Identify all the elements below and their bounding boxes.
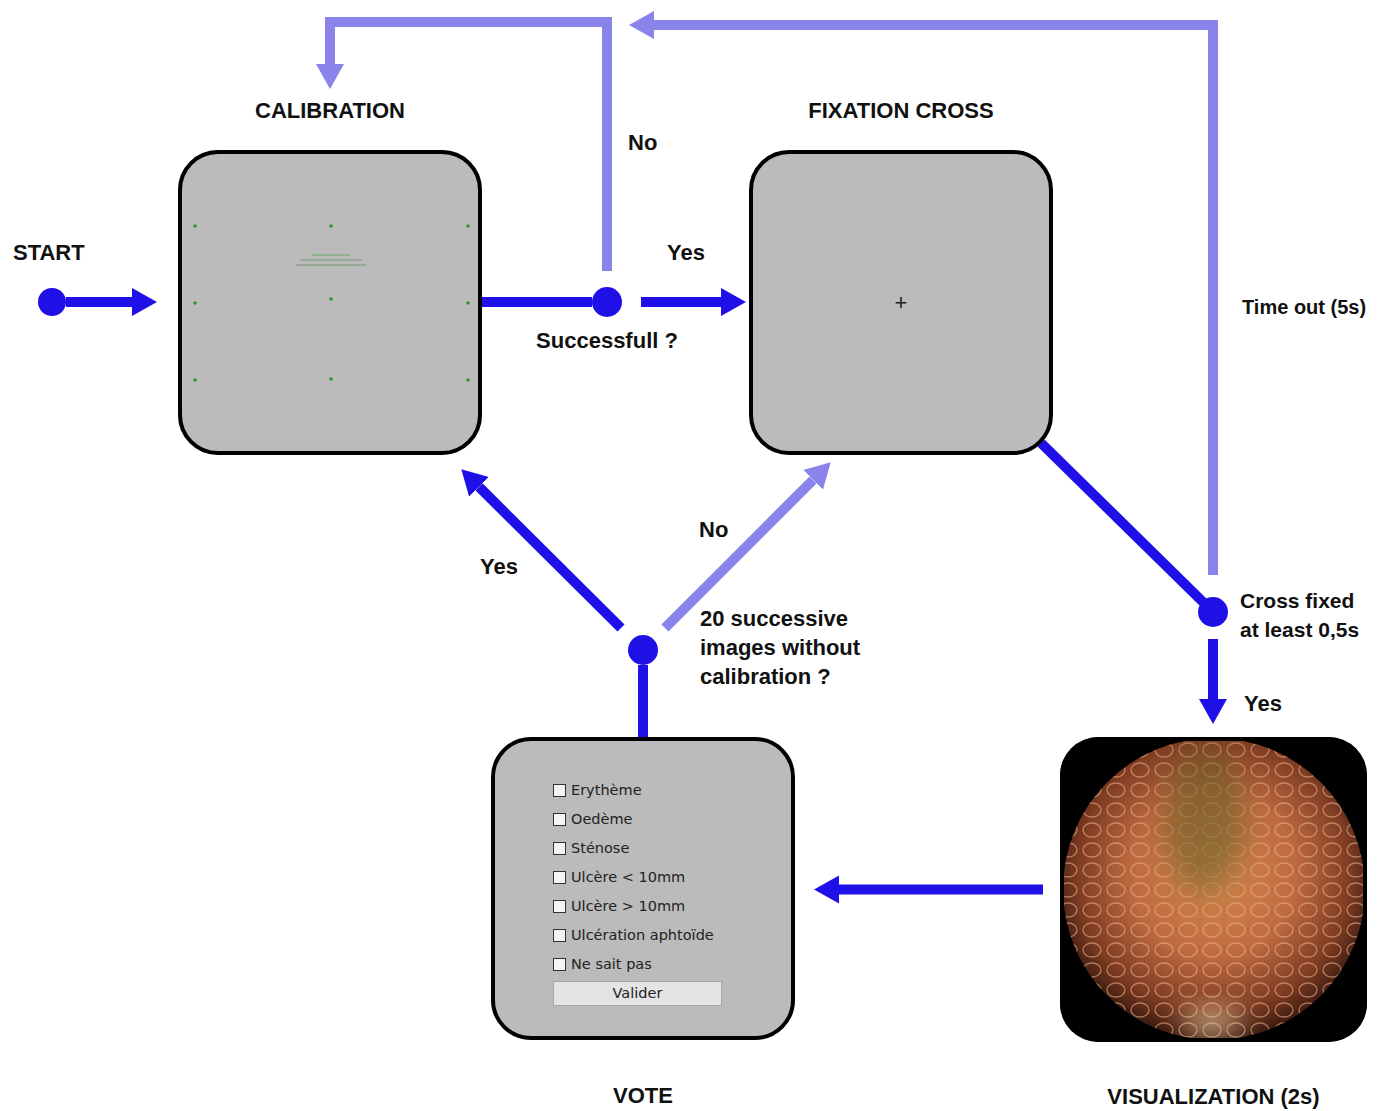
screen-box: CALIBRATION (178, 150, 482, 455)
box-heading: CALIBRATION (142, 98, 518, 124)
checkbox-item: Ulcère < 10mm (553, 867, 685, 887)
flow-arrow (1041, 443, 1203, 602)
decision-dot: 20 successive images without calibration… (628, 635, 658, 665)
checkbox (553, 842, 566, 855)
flow-arrow (638, 665, 648, 737)
checkbox-item: Ne sait pas (553, 954, 652, 974)
checkbox (553, 900, 566, 913)
box-heading: FIXATION CROSS (713, 98, 1089, 124)
option-label: Ne sait pas (571, 956, 652, 972)
screen-box: FIXATION CROSS+ (749, 150, 1053, 455)
checkbox (553, 871, 566, 884)
flow-arrow (839, 885, 1043, 895)
fixation-cross: + (753, 291, 1049, 315)
decision-dot: Successfull ? (592, 287, 622, 317)
image-frame (1060, 737, 1367, 1042)
tiny-status-lines (296, 255, 366, 265)
box-heading: VOTE (455, 1083, 831, 1109)
flow-arrow (665, 480, 813, 628)
box-heading: VISUALIZATION (2s) (1024, 1084, 1384, 1110)
edge-label: Time out (5s) (1240, 294, 1368, 320)
flow-arrow (330, 22, 607, 271)
checkbox (553, 929, 566, 942)
flow-arrow (1208, 639, 1218, 699)
flow-arrow (654, 25, 1213, 575)
edge-label: Yes (1242, 691, 1284, 717)
checkbox-item: Ulcération aphtoïde (553, 925, 714, 945)
flow-arrow (66, 297, 132, 307)
edge-label: Yes (478, 554, 520, 580)
screen-box: VISUALIZATION (2s) (1060, 737, 1367, 1042)
edge-label: No (626, 130, 659, 156)
start-label: START (13, 238, 85, 267)
option-label: Ulcération aphtoïde (571, 927, 714, 943)
calibration-screen (178, 150, 482, 455)
option-label: Erythème (571, 782, 642, 798)
screen-ground (178, 150, 482, 455)
option-label: Ulcère > 10mm (571, 898, 685, 914)
calibration-points (193, 224, 470, 382)
start-dot: START (38, 288, 66, 316)
option-label: Ulcère < 10mm (571, 869, 685, 885)
checkbox (553, 958, 566, 971)
decision-label: Successfull ? (522, 326, 692, 355)
checkbox (553, 784, 566, 797)
option-label: Sténose (571, 840, 629, 856)
mucosa-texture (1060, 737, 1367, 1042)
checkbox-item: Sténose (553, 838, 629, 858)
flow-arrow (482, 297, 592, 307)
screen-box: ErythèmeOedèmeSténoseUlcère < 10mmUlcère… (491, 737, 795, 1040)
edge-label: Yes (665, 240, 707, 266)
checkbox-item: Erythème (553, 780, 642, 800)
decision-dot: Cross fixed at least 0,5s (1198, 597, 1228, 627)
endoscopy-image (1060, 737, 1367, 1042)
submit-button: Valider (553, 981, 722, 1006)
decision-label: 20 successive images without calibration… (700, 604, 872, 691)
flow-arrow (641, 297, 721, 307)
decision-label: Cross fixed at least 0,5s (1240, 586, 1374, 644)
edge-label: No (697, 517, 730, 543)
checkbox (553, 813, 566, 826)
checkbox-item: Ulcère > 10mm (553, 896, 685, 916)
checkbox-item: Oedème (553, 809, 633, 829)
option-label: Oedème (571, 811, 633, 827)
